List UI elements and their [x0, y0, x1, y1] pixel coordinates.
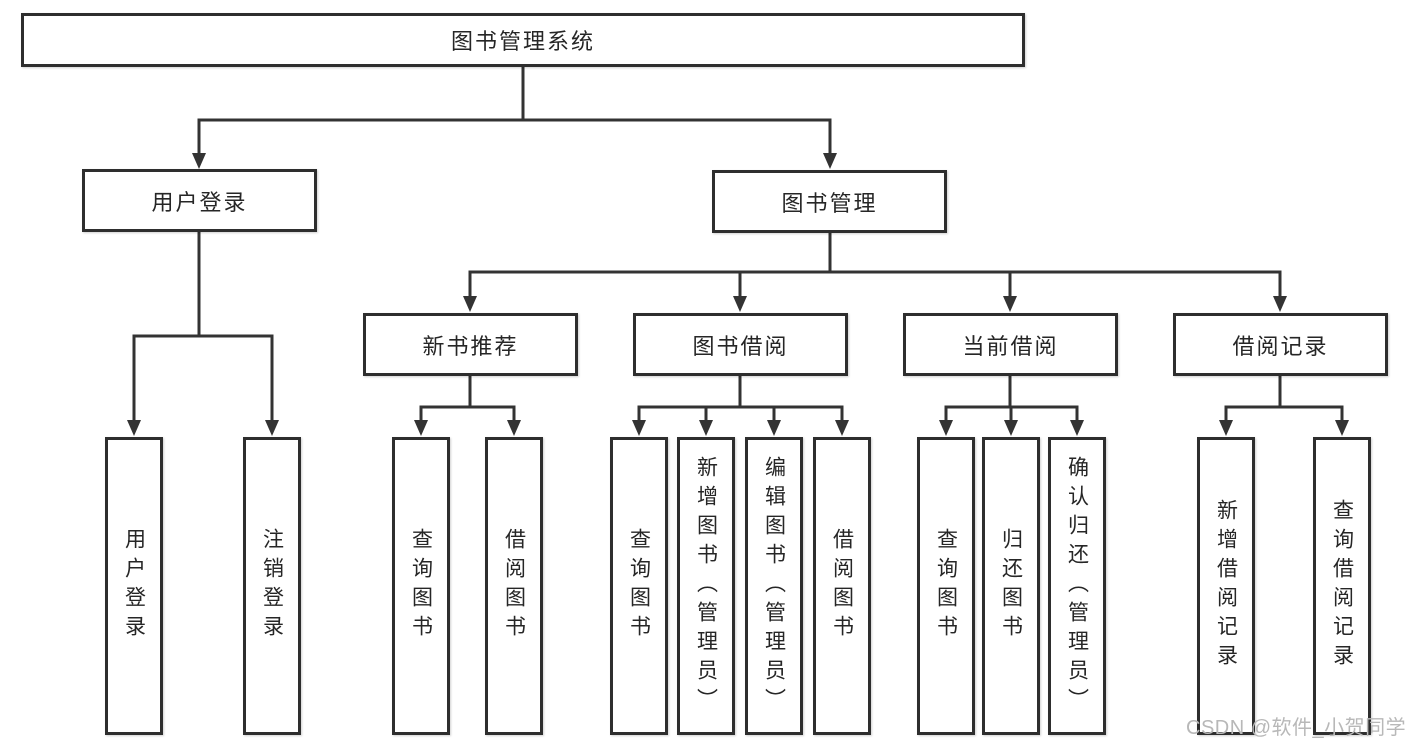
node-book-management: 图书管理	[712, 170, 947, 233]
node-new-book-recommend: 新书推荐	[363, 313, 578, 376]
leaf-user-login: 用户登录	[105, 437, 163, 735]
leaf-label: 新增借阅记录	[1214, 499, 1238, 673]
connector-current-borrow-to-leaves	[939, 374, 1084, 436]
node-label: 新书推荐	[422, 333, 519, 359]
leaf-label: 查询图书	[409, 528, 433, 644]
leaf-label: 查询图书	[934, 528, 958, 644]
connector-root-to-level2	[192, 64, 837, 169]
connector-book-management-to-level3	[463, 231, 1287, 312]
node-label: 用户登录	[151, 189, 248, 215]
leaf-label: 注销登录	[260, 528, 284, 644]
node-label: 图书借阅	[692, 333, 789, 359]
connector-new-book-recommend-to-leaves	[414, 374, 521, 436]
leaf-label: 用户登录	[122, 528, 146, 644]
leaf-current-confirm-return-admin: 确认归还（管理员）	[1048, 437, 1106, 735]
connector-user-login-to-leaves	[127, 230, 279, 436]
node-label: 借阅记录	[1232, 333, 1329, 359]
leaf-label: 查询借阅记录	[1330, 499, 1354, 673]
leaf-current-query-book: 查询图书	[917, 437, 975, 735]
node-label: 当前借阅	[962, 333, 1059, 359]
leaf-records-query-borrow-record: 查询借阅记录	[1313, 437, 1371, 735]
leaf-logout: 注销登录	[243, 437, 301, 735]
node-borrow-records: 借阅记录	[1173, 313, 1388, 376]
leaf-current-return-book: 归还图书	[982, 437, 1040, 735]
connector-book-borrow-to-leaves	[632, 374, 849, 436]
leaf-label: 借阅图书	[830, 528, 854, 644]
node-label: 图书管理	[781, 190, 878, 216]
node-library-management-system: 图书管理系统	[21, 13, 1025, 67]
leaf-label: 借阅图书	[502, 528, 526, 644]
leaf-borrow-borrow-book: 借阅图书	[813, 437, 871, 735]
leaf-label: 归还图书	[999, 528, 1023, 644]
leaf-label: 编辑图书（管理员）	[762, 455, 786, 717]
leaf-label: 确认归还（管理员）	[1065, 455, 1089, 717]
leaf-borrow-query-book: 查询图书	[610, 437, 668, 735]
leaf-borrow-add-book-admin: 新增图书（管理员）	[677, 437, 735, 735]
leaf-records-add-borrow-record: 新增借阅记录	[1197, 437, 1255, 735]
node-book-borrow: 图书借阅	[633, 313, 848, 376]
leaf-label: 新增图书（管理员）	[694, 455, 718, 717]
leaf-label: 查询图书	[627, 528, 651, 644]
leaf-recommend-query-book: 查询图书	[392, 437, 450, 735]
node-label: 图书管理系统	[450, 29, 595, 54]
connector-borrow-records-to-leaves	[1219, 374, 1349, 436]
csdn-watermark: CSDN @软件_小贺同学	[1186, 717, 1405, 739]
node-current-borrow: 当前借阅	[903, 313, 1118, 376]
node-user-login: 用户登录	[82, 169, 317, 232]
leaf-borrow-edit-book-admin: 编辑图书（管理员）	[745, 437, 803, 735]
leaf-recommend-borrow-book: 借阅图书	[485, 437, 543, 735]
